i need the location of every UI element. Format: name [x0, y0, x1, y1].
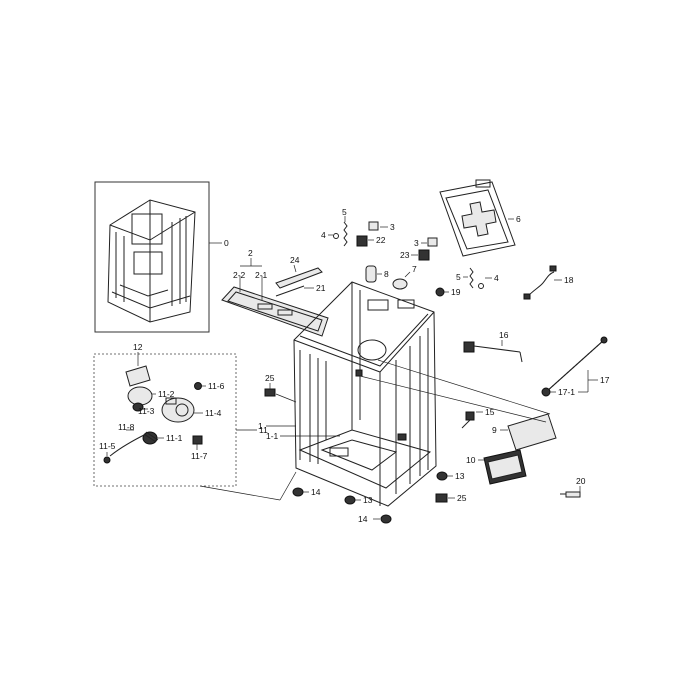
- callout-11-6: 11-6: [208, 381, 225, 391]
- callout-2-1: 2-1: [255, 270, 268, 280]
- part-11-3-filter: [132, 402, 148, 412]
- part-11-1-filter: [142, 431, 164, 445]
- callout-25-left: 25: [265, 373, 275, 383]
- callout-12: 12: [133, 342, 143, 352]
- callout-9: 9: [492, 425, 497, 435]
- callout-14-bottom: 14: [358, 514, 368, 524]
- part-12-cover: [125, 352, 151, 387]
- callout-11-2: 11-2: [158, 389, 175, 399]
- part-20-clip: [560, 486, 581, 498]
- callout-15: 15: [485, 407, 495, 417]
- callout-17: 17: [600, 375, 610, 385]
- pin-4-left: [328, 233, 339, 239]
- part-25-right: [435, 493, 455, 503]
- callout-24: 24: [290, 255, 300, 265]
- damper-22: [356, 235, 374, 247]
- foot-13-left: [344, 495, 361, 505]
- callout-20: 20: [576, 476, 586, 486]
- part-21-rail: [275, 285, 314, 297]
- part-25-left: [264, 383, 297, 403]
- foot-14-left: [292, 487, 309, 497]
- callout-13-right: 13: [455, 471, 465, 481]
- callout-6: 6: [516, 214, 521, 224]
- cap-8: [365, 265, 382, 283]
- bracket-3-right: [421, 237, 438, 247]
- callout-7: 7: [412, 264, 417, 274]
- spring-5-left: [343, 216, 348, 247]
- callout-11-7: 11-7: [191, 451, 208, 461]
- callout-17-1: 17-1: [558, 387, 575, 397]
- callout-10: 10: [466, 455, 476, 465]
- callout-18: 18: [564, 275, 574, 285]
- part-16-rod: [463, 340, 523, 363]
- callout-0: 0: [224, 238, 229, 248]
- callout-22: 22: [376, 235, 386, 245]
- callout-11-8: 11-8: [118, 422, 135, 432]
- callout-5-left: 5: [342, 207, 347, 217]
- callout-23: 23: [400, 250, 410, 260]
- part-10-drawer: [478, 449, 527, 485]
- callout-11-1: 11-1: [166, 433, 183, 443]
- damper-23: [411, 249, 430, 261]
- callout-2: 2: [248, 248, 253, 258]
- callout-21: 21: [316, 283, 326, 293]
- callout-1-1: 1-1: [266, 431, 279, 441]
- bracket-3-left: [368, 221, 388, 231]
- foot-14-bottom: [373, 514, 392, 524]
- part-9-panel: [500, 413, 557, 451]
- knob-7: [392, 271, 411, 290]
- callout-8: 8: [384, 269, 389, 279]
- part-11-6-nut: [194, 382, 206, 390]
- spring-5-right: [463, 267, 474, 289]
- callout-1: 1: [258, 421, 263, 431]
- callout-16: 16: [499, 330, 509, 340]
- callout-11: 11: [259, 425, 268, 435]
- callout-11-3: 11-3: [138, 406, 155, 416]
- part-11-4-pump: [161, 397, 203, 423]
- callout-11-4: 11-4: [205, 408, 222, 418]
- foot-13-right: [436, 471, 453, 481]
- callout-3-right: 3: [414, 238, 419, 248]
- part-17-hose: [541, 336, 608, 397]
- nut-19: [435, 287, 449, 297]
- part-6-door-frame: [439, 179, 516, 257]
- part-11-8-hose: [109, 429, 147, 457]
- callout-4-right: 4: [494, 273, 499, 283]
- part-18-cord: [523, 265, 562, 300]
- part-11-7-sensor: [192, 435, 203, 450]
- callout-2-2: 2-2: [233, 270, 246, 280]
- part-15-valve: [461, 411, 483, 429]
- callout-3-left: 3: [390, 222, 395, 232]
- part-24-strip: [275, 264, 323, 289]
- callout-4-left: 4: [321, 230, 326, 240]
- callout-5-right: 5: [456, 272, 461, 282]
- pin-4-right: [478, 277, 492, 289]
- part-1-cabinet: [266, 281, 437, 507]
- part-11-2-housing: [127, 386, 156, 406]
- part-2-frame: [221, 258, 329, 337]
- callout-13-left: 13: [363, 495, 373, 505]
- callout-11-5: 11-5: [99, 441, 116, 451]
- callout-25-right: 25: [457, 493, 467, 503]
- callout-19: 19: [451, 287, 461, 297]
- assembled-cabinet-inset: [94, 181, 222, 333]
- pump-assembly-box: [93, 353, 297, 501]
- callout-14-left: 14: [311, 487, 321, 497]
- part-11-5-clamp: [103, 452, 111, 464]
